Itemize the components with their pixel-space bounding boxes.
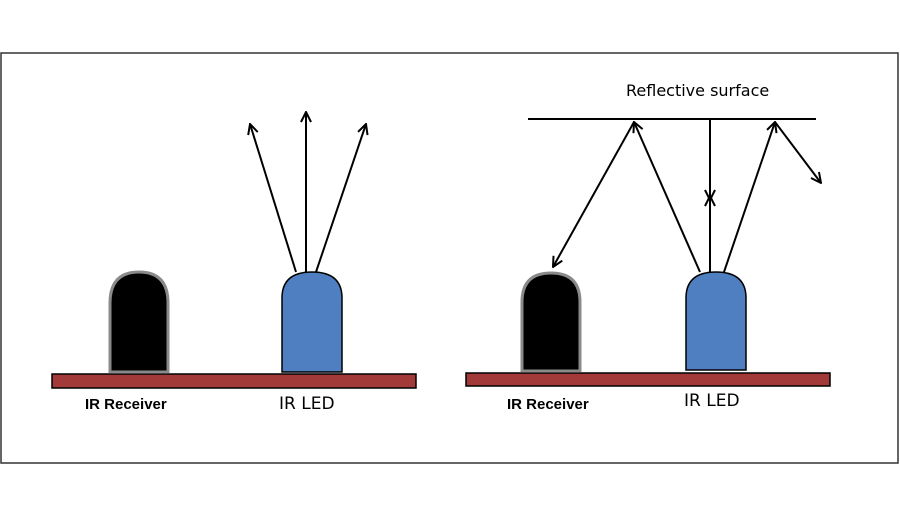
ir-led: [281, 271, 343, 373]
incident-ray-right: [723, 122, 775, 273]
ir-led-label: IR LED: [684, 391, 740, 411]
reflective-surface-label: Reflective surface: [626, 81, 769, 100]
incident-ray-left: [634, 122, 701, 273]
emitted-ray-right: [315, 124, 366, 273]
left-panel: IR Receiver IR LED: [51, 112, 417, 414]
circuit-board: [51, 373, 417, 389]
diagram-frame: [0, 52, 899, 464]
circuit-board: [465, 372, 831, 387]
ir-led-label: IR LED: [279, 394, 335, 414]
ir-receiver-label: IR Receiver: [507, 396, 589, 413]
ir-led: [685, 271, 747, 371]
ir-receiver: [108, 270, 170, 374]
reflected-ray-to-receiver: [553, 121, 635, 267]
ir-receiver: [520, 271, 582, 373]
ir-receiver-label: IR Receiver: [85, 396, 167, 413]
right-panel: Reflective surface IR Receiver IR LED: [465, 81, 831, 413]
reflected-ray-away: [774, 121, 821, 183]
emitted-ray-left: [250, 124, 297, 273]
